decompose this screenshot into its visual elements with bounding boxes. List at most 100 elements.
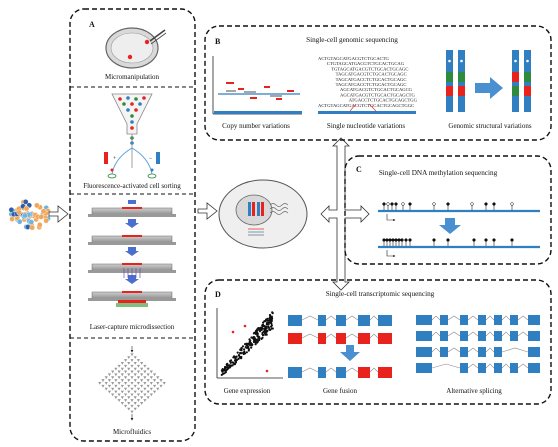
panel-b-title: Single-cell genomic sequencing [306, 36, 398, 44]
exon [358, 367, 370, 378]
facs-cell-dot [138, 102, 142, 106]
expression-point [237, 354, 240, 357]
microfluidic-trap [130, 376, 134, 380]
lcm-step-arrow [125, 247, 139, 256]
expression-point [240, 349, 243, 352]
microfluidic-trap [130, 370, 134, 374]
gene-expression-scatter [216, 308, 283, 379]
methylation-lollipop [492, 238, 496, 242]
microfluidic-trap [146, 384, 150, 388]
facs-cell-dot [130, 120, 134, 124]
microfluidic-trap [117, 382, 121, 385]
microfluidic-trap [120, 373, 124, 377]
intron [325, 367, 337, 373]
exon [378, 315, 392, 326]
expression-point [254, 332, 257, 335]
microfluidic-trap [140, 390, 144, 394]
microfluidic-trap [117, 376, 121, 380]
microfluidic-trap [114, 379, 118, 382]
microfluidic-trap [120, 396, 124, 400]
expression-point [249, 344, 252, 347]
microfluidic-trap [127, 396, 131, 400]
tissue-cell [38, 214, 45, 220]
lcm-slide-base [88, 214, 176, 217]
intron [431, 315, 441, 321]
snv-sequence-read: TGTAGCATGACGTCTGCACTGCAGC [331, 66, 408, 71]
microfluidic-trap [120, 367, 124, 371]
intron [325, 315, 337, 321]
expression-point [238, 356, 241, 359]
microfluidic-trap [146, 379, 150, 382]
intron [447, 315, 461, 321]
microfluidic-trap [107, 373, 112, 377]
exon [440, 331, 448, 341]
microfluidic-trap [140, 379, 144, 382]
facs-cell-dot [134, 97, 138, 101]
intron [431, 331, 441, 337]
intron [467, 331, 479, 337]
alternative-splicing-label: Alternative splicing [446, 387, 502, 395]
microfluidic-trap [133, 373, 137, 377]
intron [431, 347, 441, 353]
tissue-cell [37, 221, 43, 228]
cnv-illustration [212, 56, 302, 115]
snv-sequence-read: ACTGTAGCATGACGTCTGCACTGCAGCTGGC [318, 103, 414, 108]
panel-b-letter: B [215, 37, 221, 46]
microfluidic-trap [114, 390, 118, 394]
microfluidics-illustration [98, 346, 166, 421]
lcm-tissue-region [122, 207, 142, 209]
microfluidic-trap [149, 370, 153, 374]
exon [510, 315, 518, 325]
microfluidic-trap [104, 382, 108, 385]
intron [301, 367, 319, 373]
exon [494, 347, 502, 357]
snv-sequence-read: TAGCATGACCTCTGCACTGCAGC [336, 82, 407, 87]
expression-point [256, 332, 259, 335]
expression-point [260, 328, 263, 331]
facs-cell-dot [118, 97, 122, 101]
methylation-lollipop [408, 238, 412, 242]
microfluidic-trap [123, 364, 128, 368]
microfluidic-trap [111, 387, 115, 391]
microfluidic-trap [111, 393, 115, 397]
intron [369, 367, 379, 373]
snv-illustration: ACTGTAGCATGACGTCTGCACTGCTGTAGCATGACGTCTG… [318, 56, 418, 114]
microfluidic-trap [133, 356, 137, 360]
microfluidic-trap [120, 402, 124, 405]
expression-point [253, 339, 256, 342]
methylation-lollipop [492, 202, 496, 206]
microfluidic-trap [127, 402, 131, 405]
microfluidic-trap [156, 387, 160, 391]
methylation-lollipop [394, 202, 398, 206]
exon [494, 363, 502, 373]
exon [288, 367, 302, 378]
intron [467, 315, 479, 321]
microfluidic-trap [111, 376, 115, 380]
expression-point [225, 363, 228, 366]
lcm-label: Laser-capture microdissection [90, 323, 175, 331]
expression-point [224, 370, 227, 373]
microfluidic-trap [136, 364, 141, 368]
microfluidic-trap [149, 387, 153, 391]
expression-point [243, 348, 246, 351]
microfluidic-trap [140, 396, 144, 400]
microfluidic-trap [123, 376, 128, 380]
microfluidic-trap [130, 382, 134, 385]
exon [460, 347, 468, 357]
methylation-lollipop [432, 202, 436, 206]
microfluidic-trap [127, 407, 131, 411]
expression-point [263, 325, 266, 328]
microfluidic-trap [143, 376, 147, 380]
panel-d-letter: D [215, 290, 221, 299]
microfluidic-trap [123, 370, 128, 374]
microfluidic-trap [133, 367, 137, 371]
expression-point [271, 317, 274, 320]
intron [485, 363, 495, 369]
microfluidic-trap [133, 390, 137, 394]
microfluidic-trap [127, 384, 131, 388]
microfluidic-trap [114, 384, 118, 388]
microfluidic-trap [130, 353, 134, 357]
exon [478, 347, 486, 357]
microfluidic-trap [107, 384, 112, 388]
intron [325, 333, 337, 339]
